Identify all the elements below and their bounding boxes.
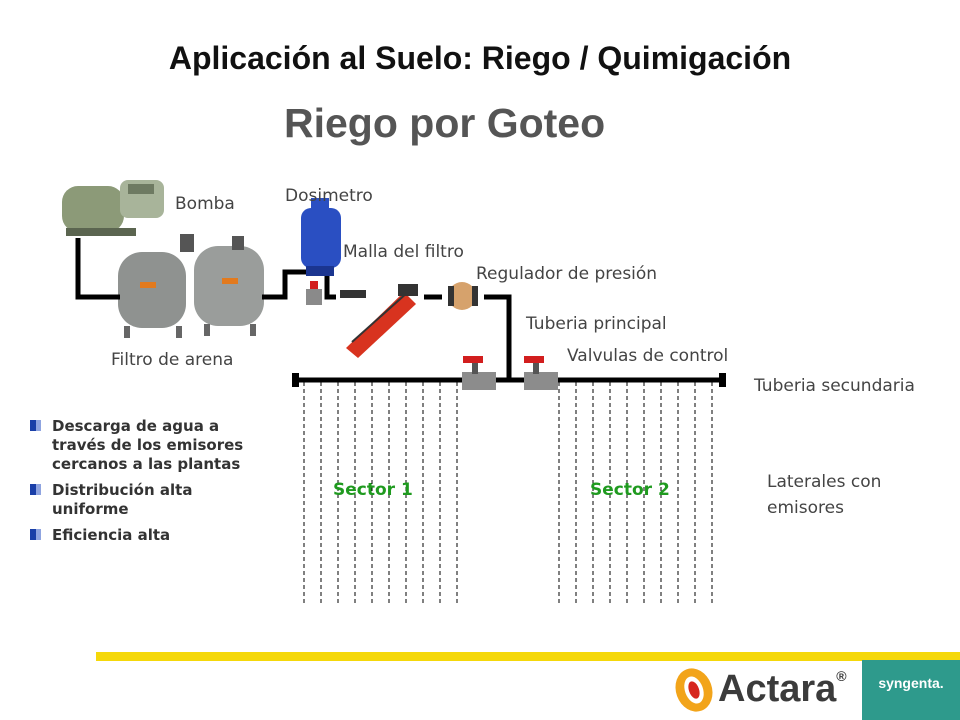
bullet-square-icon [30,420,41,431]
pipe-end-right [719,373,726,387]
label-regulador: Regulador de presión [476,264,658,284]
dosimeter-illustration [301,198,341,305]
control-valve-2 [524,356,558,390]
label-malla-filtro: Malla del filtro [343,242,464,262]
bullet-item: Distribución alta uniforme [30,481,270,519]
actara-brand: Actara® [718,668,847,710]
pump-illustration [58,178,170,240]
lateral-lines [303,382,713,605]
footer-bar [96,652,960,661]
bullet-list: Descarga de agua a través de los emisore… [30,417,270,552]
label-laterales-1: Laterales con [767,472,882,492]
sand-filter-illustration [108,234,266,340]
slide-title: Aplicación al Suelo: Riego / Quimigación [168,40,792,76]
label-sector-1: Sector 1 [333,480,413,500]
control-valve-1 [462,356,496,390]
screen-filter-illustration [336,282,424,360]
label-tuberia-principal: Tuberia principal [526,314,667,334]
bullet-item: Eficiencia alta [30,526,270,545]
syngenta-logo [862,660,960,720]
bullet-square-icon [30,529,41,540]
label-bomba: Bomba [175,194,235,214]
label-dosimetro: Dosimetro [285,186,373,206]
actara-logo-icon [675,668,713,712]
bullet-item: Descarga de agua a través de los emisore… [30,417,270,474]
label-filtro-arena: Filtro de arena [111,350,234,370]
pipe-end-left [292,373,299,387]
label-sector-2: Sector 2 [590,480,670,500]
bullet-square-icon [30,484,41,495]
label-tuberia-secundaria: Tuberia secundaria [754,376,915,396]
slide-subtitle: Riego por Goteo [284,100,606,146]
syngenta-label: syngenta. [878,675,944,691]
pressure-regulator-illustration [442,276,484,316]
label-laterales-2: emisores [767,498,844,518]
label-valvulas: Valvulas de control [567,346,729,366]
